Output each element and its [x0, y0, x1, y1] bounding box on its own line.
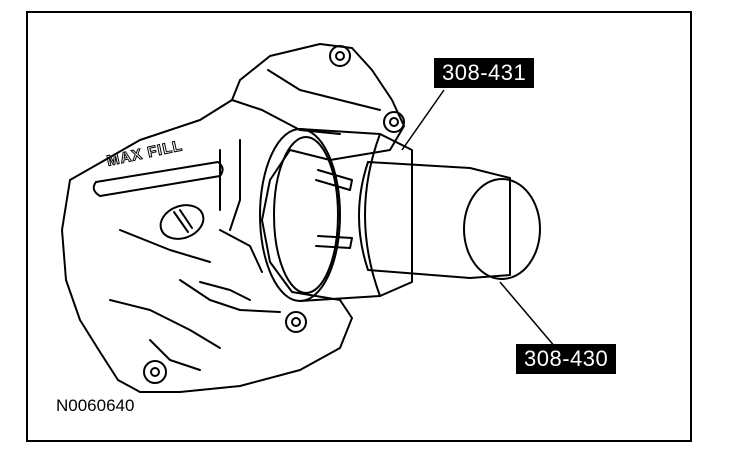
max-fill-marking: MAX FILL [105, 137, 184, 170]
handle-shoulder [358, 161, 369, 271]
housing-rib [199, 281, 251, 301]
bolt-icon [291, 317, 301, 327]
plug-slot [173, 209, 193, 233]
housing-rib [179, 279, 281, 313]
callout-308-430: 308-430 [516, 344, 617, 374]
installer-slot [315, 169, 353, 191]
bolt-icon [329, 45, 351, 67]
installer-slot [315, 235, 353, 249]
leader-line-308-431 [401, 89, 445, 151]
handle-end [463, 178, 541, 280]
housing-outline [61, 43, 405, 393]
plug-boss [159, 204, 205, 240]
housing-rib [219, 229, 263, 273]
housing-rib [229, 139, 241, 231]
seal-ring-outer [259, 128, 341, 302]
bolt-icon [150, 367, 160, 377]
bolt-icon [335, 51, 345, 61]
leader-line-308-430 [499, 281, 557, 349]
housing-rib [119, 229, 211, 263]
seal-ring-inner [273, 136, 339, 294]
callout-308-431: 308-431 [434, 58, 535, 88]
housing-rib [149, 339, 201, 371]
bolt-icon [143, 360, 167, 384]
housing-rib [267, 69, 381, 111]
figure-id: N0060640 [56, 396, 135, 415]
fill-slot [92, 161, 224, 197]
bolt-icon [383, 111, 405, 133]
housing-rib [109, 299, 221, 349]
installer-edge [364, 133, 381, 297]
handle-body [367, 161, 511, 279]
bolt-icon [285, 311, 307, 333]
installer-sleeve [299, 128, 413, 302]
housing-rib [231, 99, 341, 135]
bolt-icon [389, 117, 399, 127]
